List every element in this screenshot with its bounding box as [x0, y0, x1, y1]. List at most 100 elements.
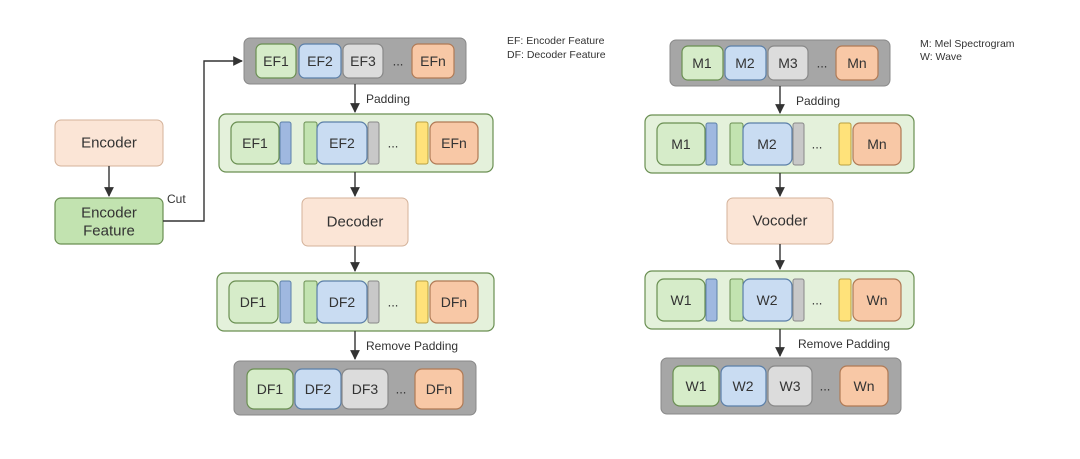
df-padded-ellipsis: ... [388, 295, 399, 310]
encoder-feature-node: Encoder Feature [54, 197, 164, 245]
svg-text:EF3: EF3 [350, 53, 376, 69]
df-cell-n: DFn [414, 368, 464, 410]
svg-text:Wn: Wn [867, 292, 888, 308]
w-padded-cell-1: W1 [656, 278, 718, 322]
df-cell-3: DF3 [341, 368, 389, 410]
m-padded-cell-2: M2 [729, 122, 805, 166]
svg-text:M3: M3 [778, 55, 798, 71]
padding-label-right: Padding [796, 94, 840, 108]
w-padded-cell-2: W2 [729, 278, 805, 322]
svg-text:DF1: DF1 [257, 381, 284, 397]
w-sequence-container: W1 W2 W3 ... Wn [660, 357, 902, 415]
df-cell-1: DF1 [246, 368, 294, 410]
svg-text:EF1: EF1 [263, 53, 289, 69]
encoder-node: Encoder [54, 119, 164, 167]
svg-text:DF3: DF3 [352, 381, 379, 397]
m-padded-container: M1 M2 ... Mn [644, 114, 915, 174]
svg-text:W2: W2 [757, 292, 778, 308]
padding-label-left: Padding [366, 92, 410, 106]
m-sequence-container: M1 M2 M3 ... Mn [669, 39, 891, 87]
legend-ef: EF: Encoder Feature [507, 35, 605, 47]
m-padded-cell-1: M1 [656, 122, 718, 166]
vocoder-node: Vocoder [726, 197, 834, 245]
cut-label: Cut [167, 192, 186, 206]
df-padded-cell-1: DF1 [228, 280, 292, 324]
m-cell-2: M2 [724, 45, 767, 81]
w-padded-container: W1 W2 ... Wn [644, 270, 915, 330]
remove-padding-label-left: Remove Padding [366, 339, 458, 353]
svg-text:M1: M1 [671, 136, 691, 152]
arrow-cut [163, 56, 243, 222]
svg-text:DFn: DFn [426, 381, 452, 397]
w-padded-ellipsis: ... [812, 293, 823, 308]
df-ellipsis: ... [396, 382, 407, 397]
encoder-label: Encoder [81, 135, 137, 152]
padding-block [303, 280, 318, 324]
m-cell-3: M3 [767, 45, 809, 81]
svg-text:Mn: Mn [847, 55, 866, 71]
ef-cell-2: EF2 [298, 43, 342, 79]
ef-padded-container: EF1 EF2 ... EFn [218, 113, 494, 173]
w-cell-2: W2 [720, 365, 767, 407]
padding-block [303, 121, 318, 165]
svg-text:EF2: EF2 [307, 53, 333, 69]
padding-block [367, 280, 380, 324]
svg-text:M1: M1 [692, 55, 712, 71]
decoder-label: Decoder [327, 214, 384, 231]
padding-block [838, 122, 852, 166]
svg-text:W2: W2 [733, 378, 754, 394]
m-padded-ellipsis: ... [812, 137, 823, 152]
vocoder-label: Vocoder [752, 213, 807, 230]
w-cell-1: W1 [672, 365, 720, 407]
df-sequence-container: DF1 DF2 DF3 ... DFn [233, 360, 477, 416]
svg-text:EFn: EFn [420, 53, 446, 69]
svg-text:EFn: EFn [441, 135, 467, 151]
ef-cell-3: EF3 [342, 43, 384, 79]
svg-text:M2: M2 [735, 55, 755, 71]
padding-block [729, 278, 744, 322]
padding-block [279, 280, 292, 324]
ef-sequence-container: EF1 EF2 EF3 ... EFn [243, 37, 467, 85]
svg-text:Wn: Wn [854, 378, 875, 394]
svg-text:EF1: EF1 [242, 135, 268, 151]
m-ellipsis: ... [817, 56, 828, 71]
decoder-node: Decoder [301, 197, 409, 247]
padding-block [279, 121, 292, 165]
svg-text:W1: W1 [671, 292, 692, 308]
ef-padded-ellipsis: ... [388, 136, 399, 151]
ef-padded-cell-1: EF1 [230, 121, 292, 165]
padding-block [729, 122, 744, 166]
m-cell-1: M1 [681, 45, 724, 81]
svg-text:W3: W3 [780, 378, 801, 394]
ef-cell-1: EF1 [255, 43, 297, 79]
svg-text:DF1: DF1 [240, 294, 267, 310]
padding-block [705, 122, 718, 166]
svg-text:EF2: EF2 [329, 135, 355, 151]
padding-block [415, 280, 429, 324]
w-cell-n: Wn [839, 365, 889, 407]
svg-text:Mn: Mn [867, 136, 886, 152]
padding-block [792, 278, 805, 322]
legend-m: M: Mel Spectrogram [920, 38, 1015, 50]
legend-w: W: Wave [920, 51, 962, 63]
ef-padded-cell-n: EFn [415, 121, 479, 165]
padding-block [415, 121, 429, 165]
svg-text:DF2: DF2 [305, 381, 332, 397]
svg-text:DFn: DFn [441, 294, 467, 310]
w-padded-cell-n: Wn [838, 278, 902, 322]
padding-block [705, 278, 718, 322]
w-ellipsis: ... [820, 379, 831, 394]
svg-text:W1: W1 [686, 378, 707, 394]
remove-padding-label-right: Remove Padding [798, 337, 890, 351]
df-padded-cell-n: DFn [415, 280, 479, 324]
w-cell-3: W3 [767, 365, 813, 407]
padding-block [367, 121, 380, 165]
df-cell-2: DF2 [294, 368, 342, 410]
df-padded-container: DF1 DF2 ... DFn [216, 272, 495, 332]
svg-text:M2: M2 [757, 136, 777, 152]
encoder-feature-label-line2: Feature [83, 223, 135, 240]
padding-block [838, 278, 852, 322]
m-padded-cell-n: Mn [838, 122, 902, 166]
ef-padded-cell-2: EF2 [303, 121, 380, 165]
